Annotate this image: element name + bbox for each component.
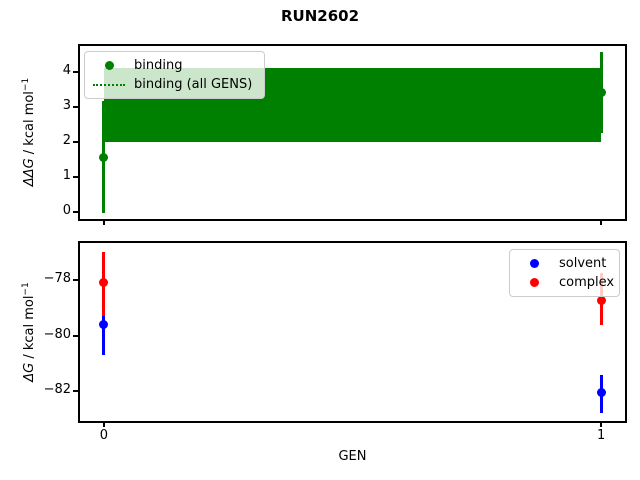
x-tick-mark [102, 422, 105, 427]
top-axes [78, 44, 627, 221]
y-tick-mark [73, 70, 78, 73]
y-tick-label: 2 [62, 132, 71, 148]
legend-label: solvent [559, 256, 607, 271]
x-axis-label: GEN [338, 449, 367, 464]
top-legend: binding binding (all GENS) [84, 51, 265, 99]
solvent-data-point [596, 388, 606, 398]
y-tick-label: 4 [62, 62, 71, 78]
y-tick-mark [73, 140, 78, 143]
dot-marker-icon [529, 259, 539, 268]
x-tick-label: 0 [99, 428, 108, 443]
legend-dotted-line-icon [92, 83, 126, 86]
legend-item-solvent: solvent [517, 254, 612, 273]
legend-item-binding-all-gens-: binding (all GENS) [92, 75, 257, 94]
y-tick-label: 3 [62, 97, 71, 113]
dot-marker-icon [104, 61, 114, 70]
legend-item-binding: binding [92, 56, 257, 75]
y-tick-mark [73, 105, 78, 108]
legend-label: binding (all GENS) [134, 77, 253, 92]
y-tick-label: −78 [43, 271, 71, 287]
y-tick-label: 0 [62, 202, 71, 218]
legend-item-complex: complex [517, 273, 615, 292]
legend-dot-icon [517, 259, 551, 268]
bottom-axes [78, 241, 627, 423]
complex-data-point [99, 278, 109, 288]
legend-dot-icon [92, 61, 126, 70]
bottom-legend: solvent complex [509, 249, 620, 297]
y-tick-mark [73, 175, 78, 178]
binding-data-point [99, 152, 109, 162]
legend-label: complex [559, 275, 615, 290]
legend-label: binding [134, 58, 183, 73]
y-tick-mark [73, 210, 78, 213]
legend-dot-icon [517, 278, 551, 287]
y-tick-label: 1 [62, 167, 71, 183]
x-tick-label: 1 [596, 428, 606, 443]
y-tick-mark [73, 279, 78, 282]
y-tick-label: −80 [43, 326, 71, 342]
figure-title: RUN2602 [280, 7, 360, 25]
y-tick-mark [73, 334, 78, 337]
x-tick-mark [600, 220, 603, 225]
binding-data-point [596, 88, 606, 98]
dotted-line-icon [93, 83, 125, 86]
dot-marker-icon [529, 278, 539, 287]
x-tick-mark [600, 422, 603, 427]
complex-data-point [596, 296, 606, 306]
solvent-data-point [99, 320, 109, 330]
y-tick-label: −82 [43, 382, 71, 398]
y-tick-mark [73, 390, 78, 393]
x-tick-mark [102, 220, 105, 225]
